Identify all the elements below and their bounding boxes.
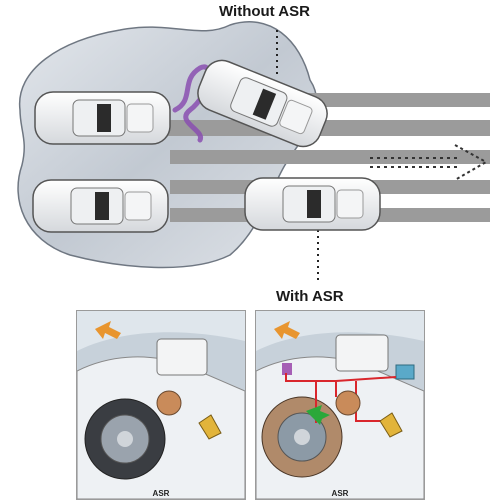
brake-pedal: [379, 412, 403, 438]
car-top-left: [34, 91, 171, 145]
panel-with-asr-detail: ASR: [255, 310, 425, 500]
brake-lines: [285, 373, 397, 423]
car-bottom-left: [32, 179, 169, 233]
panel-left-caption: ASR: [152, 489, 170, 498]
engine-block: [156, 338, 208, 376]
road-line: [170, 150, 490, 164]
car-skidding: [197, 59, 328, 148]
forward-arrow-icon: [95, 321, 121, 339]
brake-unit: [156, 390, 182, 416]
without-asr-label: Without ASR: [219, 3, 310, 20]
road-illustration: [17, 21, 490, 282]
throttle-actuator: [282, 363, 292, 375]
engine-block: [335, 334, 389, 372]
forward-arrow-icon: [274, 321, 300, 339]
panel-without-asr-detail: ASR: [76, 310, 246, 500]
brake-pedal: [198, 414, 222, 440]
car-bottom-right: [244, 177, 381, 231]
brake-unit: [335, 390, 361, 416]
panel-right-caption: ASR: [331, 489, 349, 498]
road-line: [290, 93, 490, 107]
direction-arrow: [370, 144, 489, 181]
asr-control-unit: [395, 364, 415, 380]
with-asr-label: With ASR: [276, 288, 344, 305]
wheel-speed-arrow-icon: [306, 405, 330, 425]
